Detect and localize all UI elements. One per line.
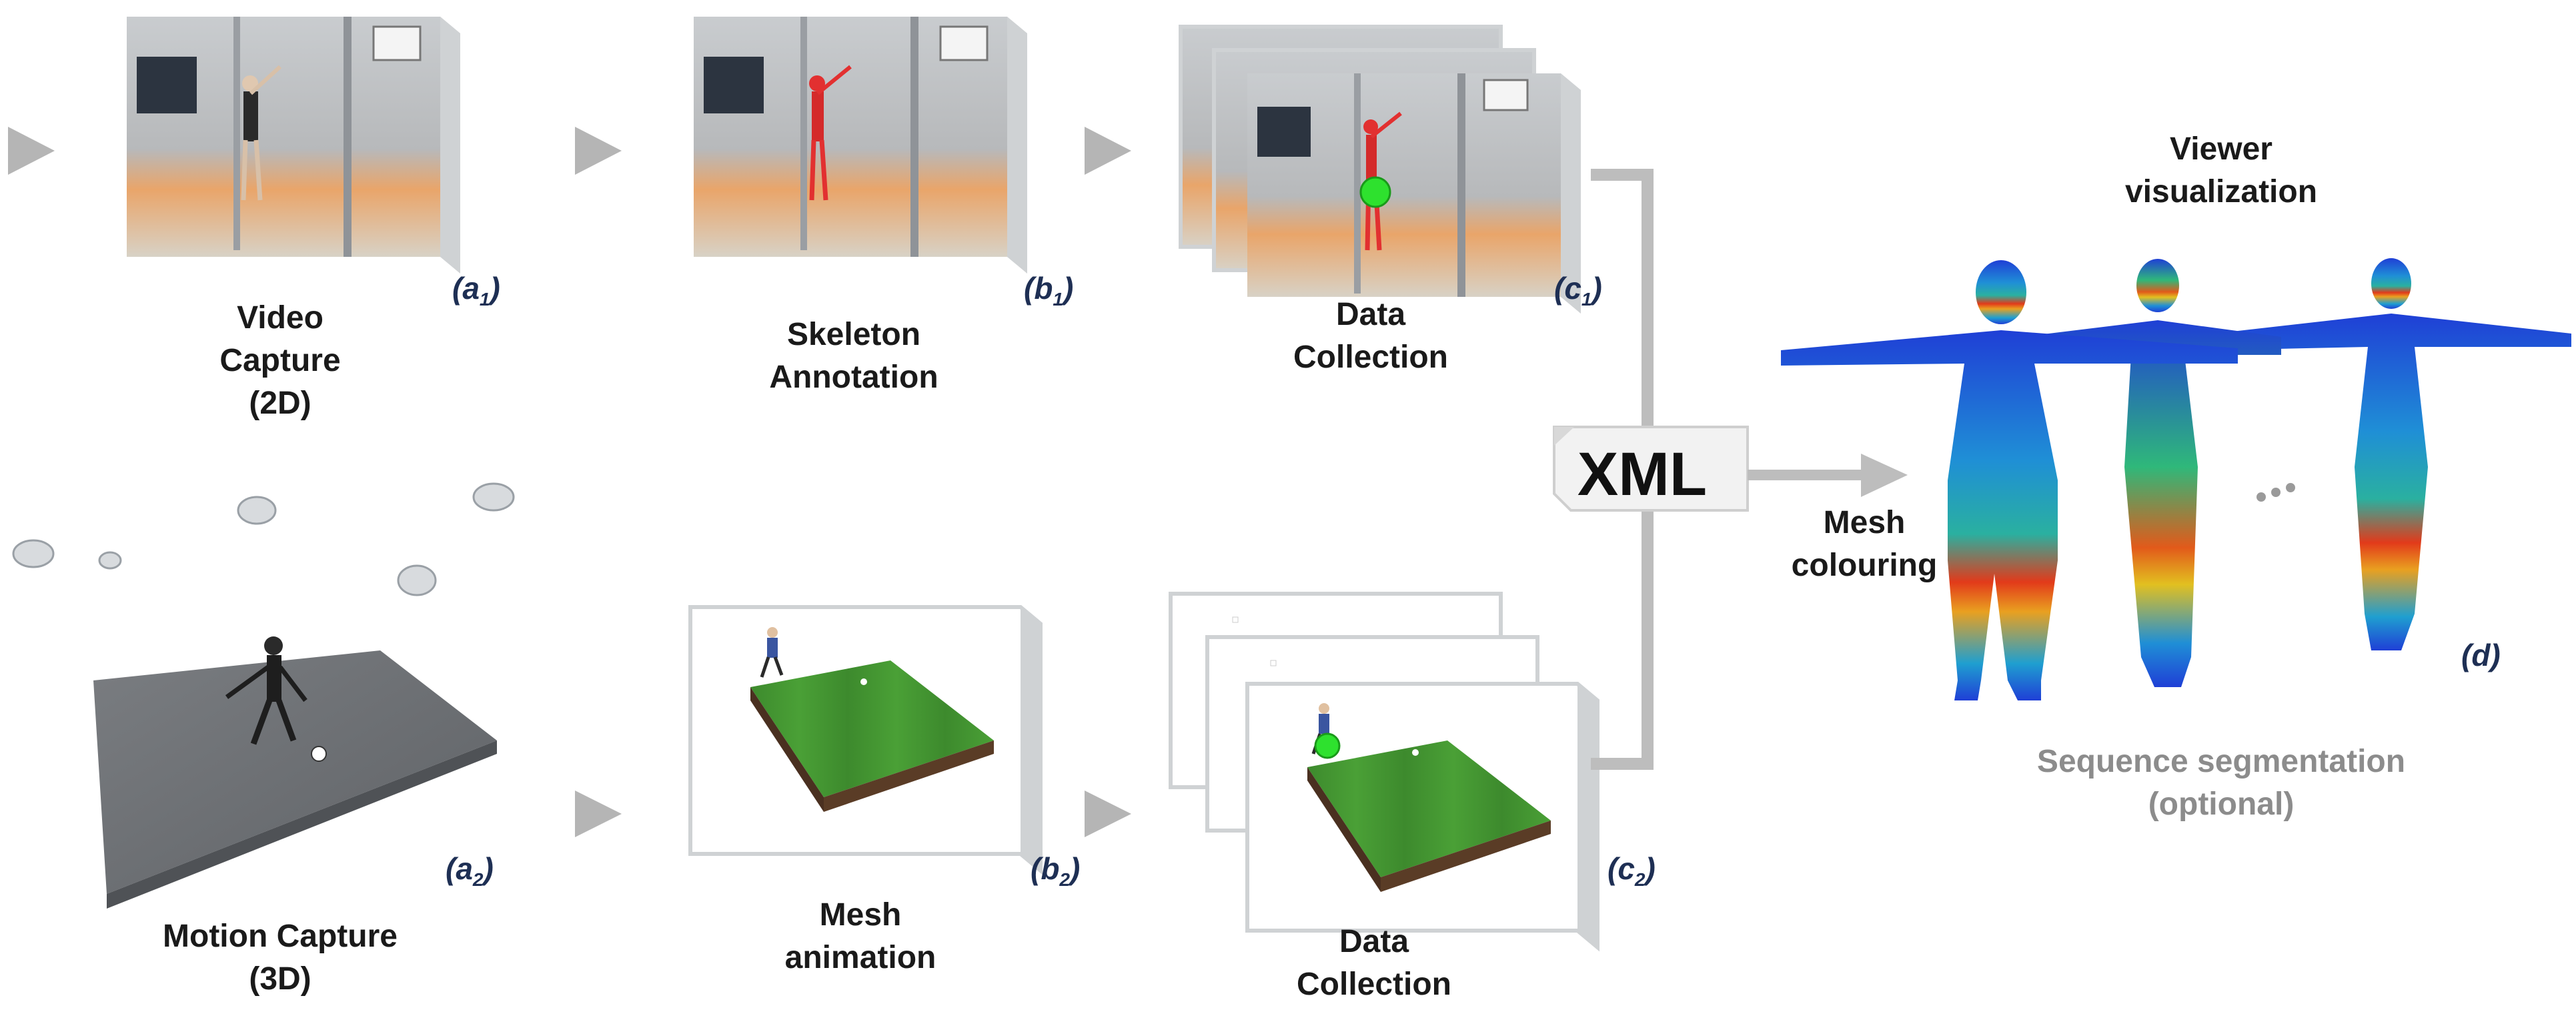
tag-close: ) xyxy=(1645,851,1656,886)
tag-subscript: 2 xyxy=(1059,869,1070,891)
viewer-visualization-label: Viewer visualization xyxy=(2125,128,2317,213)
label-line: Data xyxy=(1339,924,1409,959)
tag-a1: (a1) xyxy=(452,270,500,310)
tag-letter: (a xyxy=(446,851,473,886)
tag-letter: (b xyxy=(1031,851,1060,886)
tag-close: ) xyxy=(1591,271,1602,306)
mesh-animation-label: Mesh animation xyxy=(785,894,936,979)
label-line: Sequence segmentation xyxy=(2036,744,2406,779)
arrow-right-icon xyxy=(1748,454,1908,497)
label-line: (optional) xyxy=(2148,787,2295,822)
tag-close: ) xyxy=(483,851,494,886)
tag-b2: (b2) xyxy=(1031,851,1080,891)
tag-close: ) xyxy=(1063,271,1074,306)
data-collection-frames-top xyxy=(1179,25,1581,314)
data-collection-label-top: Data Collection xyxy=(1293,294,1448,379)
mesh-animation-frame xyxy=(688,605,1043,875)
label-line: Video xyxy=(237,300,324,336)
label-line: (3D) xyxy=(249,961,311,997)
label-line: (2D) xyxy=(249,386,311,421)
video-capture-label: Video Capture (2D) xyxy=(219,297,340,425)
tag-d: (d) xyxy=(2461,638,2501,672)
label-line: visualization xyxy=(2124,174,2318,209)
label-line: animation xyxy=(784,940,936,975)
mocap-camera-icon xyxy=(12,482,515,596)
label-line: Collection xyxy=(1293,340,1449,375)
tag-subscript: 1 xyxy=(479,289,490,310)
tag-close: ) xyxy=(490,271,500,306)
sequence-segmentation-label: Sequence segmentation (optional) xyxy=(2037,740,2405,826)
label-line: Mesh xyxy=(1823,505,1906,540)
label-line: colouring xyxy=(1791,548,1938,583)
skeleton-annotation-frame xyxy=(694,17,1027,274)
tag-a2: (a2) xyxy=(446,851,494,891)
tag-letter: (c xyxy=(1607,851,1635,886)
soccer-ball-icon xyxy=(311,746,327,762)
label-line: Motion Capture xyxy=(163,919,398,954)
tag-subscript: 1 xyxy=(1581,289,1592,310)
label-line: Viewer xyxy=(2170,131,2273,167)
motion-capture-label: Motion Capture (3D) xyxy=(163,915,398,1001)
tag-subscript: 2 xyxy=(1634,869,1646,891)
label-line: Data xyxy=(1335,297,1406,332)
mesh-colouring-label: Mesh colouring xyxy=(1792,502,1938,587)
label-line: Capture xyxy=(219,343,341,378)
motion-capture-scene xyxy=(0,477,527,909)
tag-letter: (c xyxy=(1554,271,1581,306)
tag-letter: (b xyxy=(1024,271,1053,306)
data-collection-label-bottom: Data Collection xyxy=(1297,921,1451,1006)
xml-label: XML xyxy=(1577,440,1708,508)
tag-letter: (a xyxy=(452,271,480,306)
label-line: Mesh xyxy=(819,897,902,933)
tag-c1: (c1) xyxy=(1554,270,1602,310)
label-line: Collection xyxy=(1296,967,1452,1002)
label-line: Annotation xyxy=(769,360,938,395)
skeleton-annotation-label: Skeleton Annotation xyxy=(769,314,938,399)
video-capture-frame xyxy=(127,17,460,274)
label-line: Skeleton xyxy=(786,317,921,352)
document-icon xyxy=(1553,426,1749,512)
data-collection-frames-bottom xyxy=(1169,592,1599,952)
tag-subscript: 2 xyxy=(472,869,484,891)
human-mesh-icon xyxy=(1781,258,2571,700)
tag-b1: (b1) xyxy=(1024,270,1073,310)
tag-subscript: 1 xyxy=(1053,289,1063,310)
tag-close: ) xyxy=(1070,851,1081,886)
tag-c2: (c2) xyxy=(1607,851,1656,891)
